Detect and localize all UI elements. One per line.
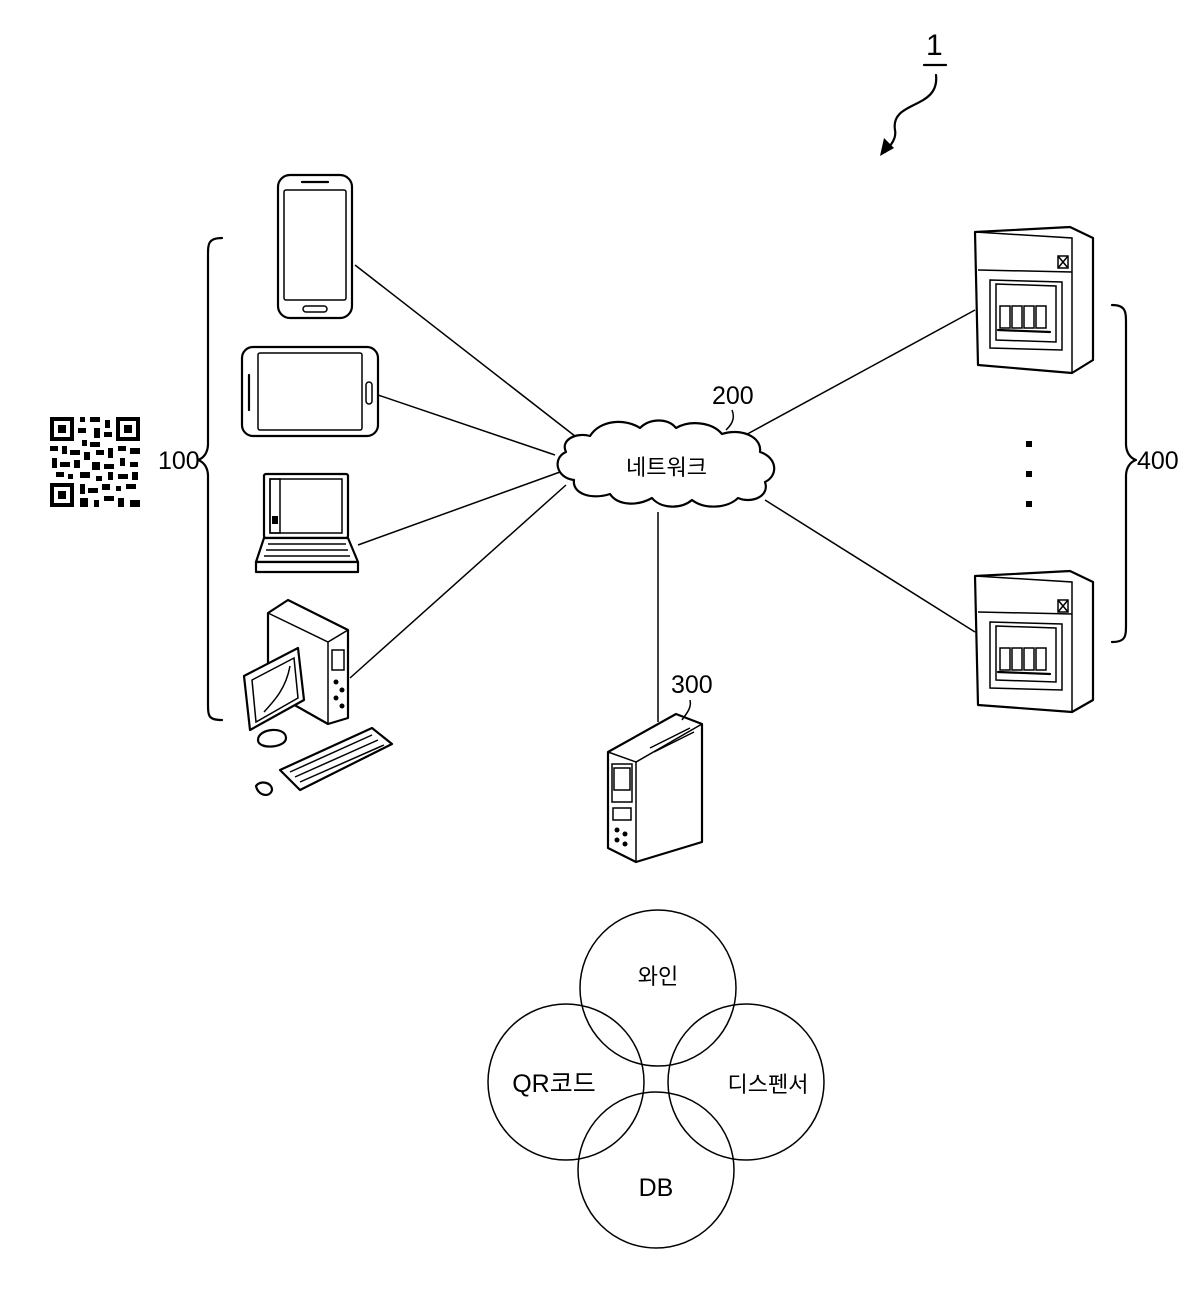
- system-ref-label: 1: [926, 29, 943, 62]
- laptop-icon: [256, 474, 358, 572]
- link-smartphone: [355, 265, 580, 440]
- venn-label-top: 와인: [638, 965, 678, 990]
- desktop-pc-icon: [244, 600, 392, 795]
- qr-code-icon: [50, 417, 140, 507]
- network-label: 네트워크: [626, 456, 707, 481]
- venn-circle-bottom: [578, 1092, 734, 1248]
- venn-diagram: 와인 QR코드 디스펜서 DB: [488, 910, 824, 1248]
- server-ref-label: 300: [671, 671, 713, 699]
- tablet-icon: [242, 347, 378, 436]
- network-ref-label: 200: [712, 382, 754, 410]
- venn-label-bottom: DB: [639, 1174, 674, 1202]
- link-tablet: [378, 395, 555, 455]
- link-desktop: [350, 485, 566, 678]
- network-ref-leader: [726, 410, 733, 430]
- system-ref-arrowhead: [880, 138, 894, 156]
- dispensers-bracket: [1112, 305, 1136, 642]
- system-ref-leader: [885, 75, 936, 152]
- link-dispenser-1: [740, 310, 975, 438]
- terminals-bracket: [198, 238, 222, 720]
- dispensers-ref-label: 400: [1137, 447, 1179, 475]
- terminals-ref-label: 100: [158, 447, 200, 475]
- venn-label-right: 디스펜서: [728, 1073, 809, 1098]
- venn-label-left: QR코드: [512, 1070, 596, 1098]
- network-cloud: 네트워크: [558, 421, 775, 507]
- link-dispenser-2: [765, 500, 975, 632]
- dispenser-icon-2: [975, 571, 1093, 712]
- dispenser-icon-1: [975, 227, 1093, 373]
- smartphone-icon: [278, 175, 352, 318]
- server-icon: [608, 714, 702, 862]
- link-laptop: [358, 472, 560, 545]
- ellipsis-dots: [1026, 441, 1032, 507]
